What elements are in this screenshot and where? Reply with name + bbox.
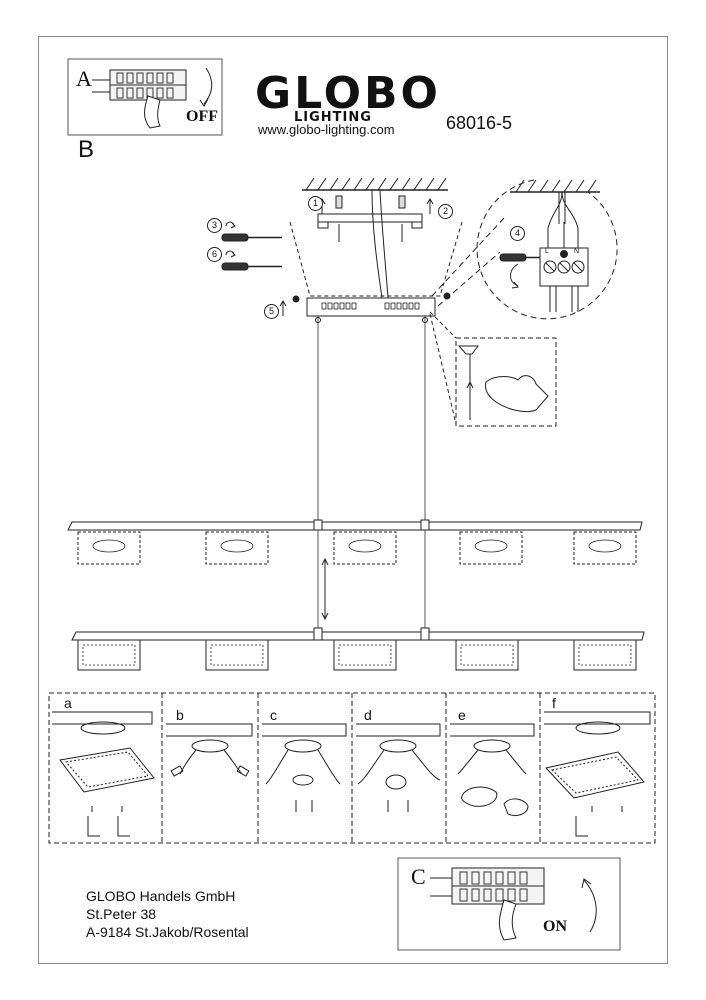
turn-arrow-icon	[583, 879, 597, 933]
steps-strip	[48, 692, 656, 844]
turn-arrow-icon	[203, 67, 213, 105]
screwdriver-icon	[221, 262, 282, 271]
company-street: St.Peter 38	[86, 906, 157, 922]
callout-1: 1	[308, 196, 323, 211]
screwdriver-icon	[499, 253, 527, 262]
mounting-bracket	[317, 213, 423, 223]
step-f-label: f	[552, 695, 556, 711]
callout-6: 6	[207, 247, 222, 262]
step-a-label: a	[64, 695, 72, 711]
adjust-detail-box	[455, 337, 557, 427]
panel-c-box	[397, 857, 621, 951]
callout-4: 4	[510, 226, 525, 241]
step-d-label: d	[364, 707, 372, 723]
company-city: A-9184 St.Jakob/Rosental	[86, 924, 249, 940]
page-frame	[38, 36, 668, 964]
terminal-block-a-icon	[92, 69, 187, 101]
model-number: 68016-5	[446, 113, 513, 133]
brand-sub-logo: LIGHTING	[294, 110, 372, 125]
callout-2: 2	[438, 204, 453, 219]
wiring-detail-circle	[476, 179, 618, 320]
callout-5: 5	[264, 304, 279, 319]
earth-icon	[560, 250, 568, 258]
hand-icon	[144, 95, 161, 129]
switch-off-label: OFF	[186, 108, 218, 125]
terminal-n-label: N	[574, 248, 580, 255]
step-b-label: B	[78, 136, 95, 163]
step-b-step-label: b	[176, 707, 184, 723]
screwdriver-icon	[221, 233, 282, 242]
terminal-l-label: L	[545, 248, 549, 255]
fixture-raised	[67, 519, 643, 565]
brand-logo: GLOBO	[255, 68, 441, 119]
callout-3: 3	[207, 218, 222, 233]
hand-icon	[485, 375, 549, 413]
switch-on-label: ON	[543, 918, 567, 935]
panel-a-box	[67, 58, 223, 136]
company-name: GLOBO Handels GmbH	[86, 888, 236, 904]
panel-c-label: C	[411, 864, 426, 889]
terminal-block-c-icon	[430, 867, 545, 905]
website-url: www.globo-lighting.com	[258, 122, 395, 137]
panel-a-label: A	[76, 66, 92, 91]
fixture-lowered	[71, 627, 645, 671]
step-c-label: c	[270, 707, 277, 723]
hand-icon	[498, 899, 517, 941]
step-e-label: e	[458, 707, 466, 723]
ceiling-canopy	[306, 297, 436, 317]
